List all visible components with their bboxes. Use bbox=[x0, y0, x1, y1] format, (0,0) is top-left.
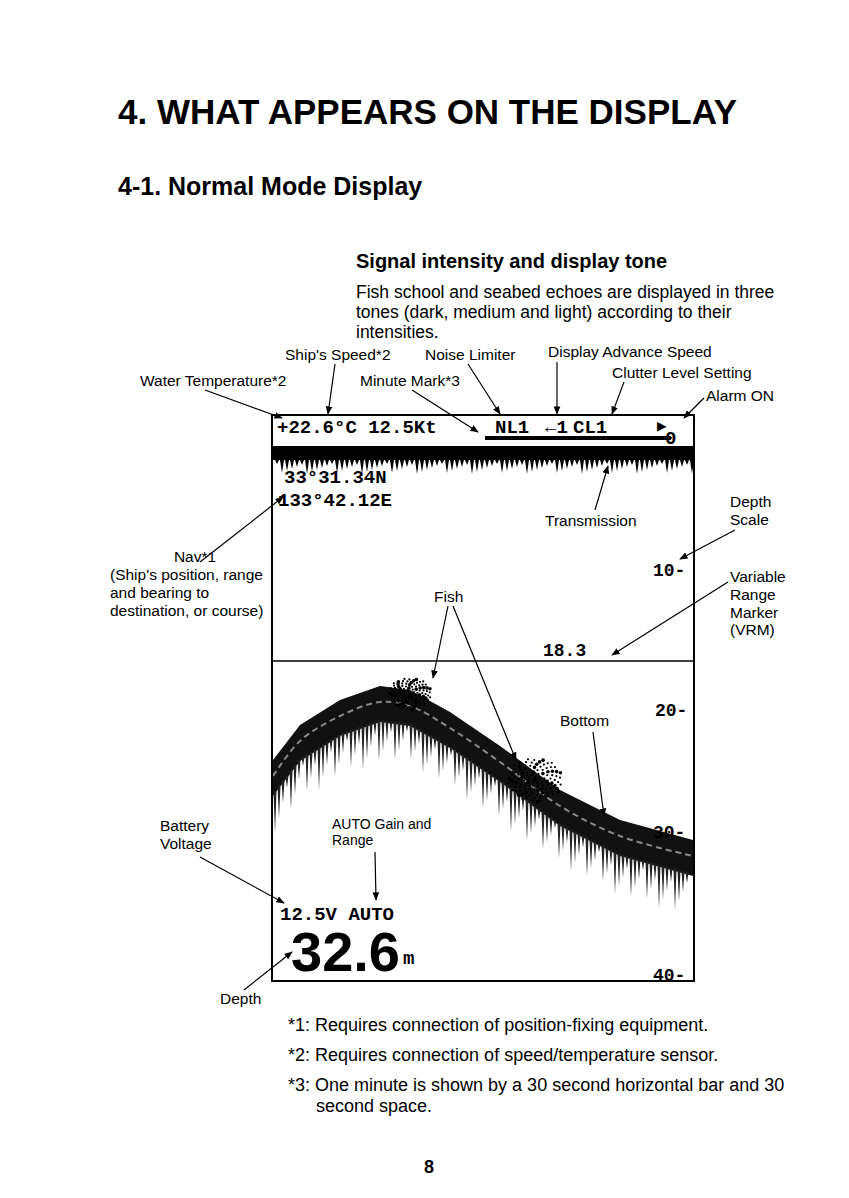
screen-readout: CL1 bbox=[573, 419, 607, 438]
callout-label: Nav*1 bbox=[160, 548, 230, 566]
callout-label: Depth bbox=[220, 990, 290, 1008]
screen-readout: 33°31.34N bbox=[284, 469, 387, 488]
screen-readout: 20- bbox=[655, 702, 687, 720]
screen-readout: 10- bbox=[653, 562, 685, 580]
leader-line bbox=[433, 606, 448, 678]
leader-line bbox=[680, 530, 735, 559]
screen-readout: 133°42.12E bbox=[278, 492, 392, 511]
callout-label: (Ship's position, range and bearing to d… bbox=[110, 566, 280, 619]
callout-label: AUTO Gain and Range bbox=[332, 816, 432, 848]
screen-readout: 12.5V AUTO bbox=[280, 906, 394, 925]
callout-label: Ship's Speed*2 bbox=[285, 346, 425, 364]
leader-line bbox=[595, 466, 608, 510]
screen-readout: +22.6°C 12.5Kt bbox=[277, 419, 437, 438]
screen-readout: 0 bbox=[665, 430, 676, 449]
callout-label: Fish bbox=[434, 588, 484, 606]
screen-readout: 18.3 bbox=[543, 642, 586, 660]
page-number: 8 bbox=[414, 1157, 444, 1178]
callout-label: Water Temperature*2 bbox=[140, 372, 310, 390]
callout-label: Variable Range Marker (VRM) bbox=[730, 568, 820, 639]
footnote: *1: Requires connection of position-fixi… bbox=[288, 1015, 836, 1036]
callout-label: Bottom bbox=[560, 712, 630, 730]
leader-line bbox=[244, 952, 292, 990]
callout-label: Transmission bbox=[545, 512, 655, 530]
footnote: *2: Requires connection of speed/tempera… bbox=[288, 1045, 836, 1066]
screen-art bbox=[273, 436, 694, 910]
leader-line bbox=[468, 364, 500, 414]
callout-label: Clutter Level Setting bbox=[612, 364, 792, 382]
page-title: 4. WHAT APPEARS ON THE DISPLAY bbox=[118, 92, 737, 132]
leader-line bbox=[612, 382, 624, 414]
display-screen: +22.6°C 12.5KtNL1←1CL1▶033°31.34N133°42.… bbox=[271, 414, 695, 982]
leader-lines bbox=[200, 362, 735, 990]
screen-readout: 32.6 bbox=[291, 924, 400, 980]
callout-label: Noise Limiter bbox=[425, 346, 545, 364]
subheading: Signal intensity and display tone bbox=[356, 250, 806, 273]
footnote: *3: One minute is shown by a 30 second h… bbox=[288, 1075, 816, 1116]
callout-label: Display Advance Speed bbox=[548, 343, 748, 361]
callout-label: Minute Mark*3 bbox=[360, 372, 480, 390]
screen-readout: ←1 bbox=[545, 419, 568, 438]
screen-readout: m bbox=[403, 950, 414, 969]
callout-label: Depth Scale bbox=[730, 493, 790, 529]
section-heading: 4-1. Normal Mode Display bbox=[118, 172, 618, 201]
leader-line bbox=[612, 582, 728, 655]
leader-line bbox=[556, 362, 557, 414]
screen-readout: 40- bbox=[653, 967, 685, 985]
callout-label: Alarm ON bbox=[706, 387, 806, 405]
screen-readout: 30- bbox=[653, 824, 685, 842]
body-paragraph: Fish school and seabed echoes are displa… bbox=[356, 282, 796, 342]
callout-label: Battery Voltage bbox=[160, 817, 240, 853]
leader-line bbox=[453, 606, 516, 760]
leader-line bbox=[593, 732, 604, 816]
leader-line bbox=[328, 364, 335, 414]
leader-line bbox=[375, 852, 376, 900]
screen-readout: NL1 bbox=[495, 419, 529, 438]
